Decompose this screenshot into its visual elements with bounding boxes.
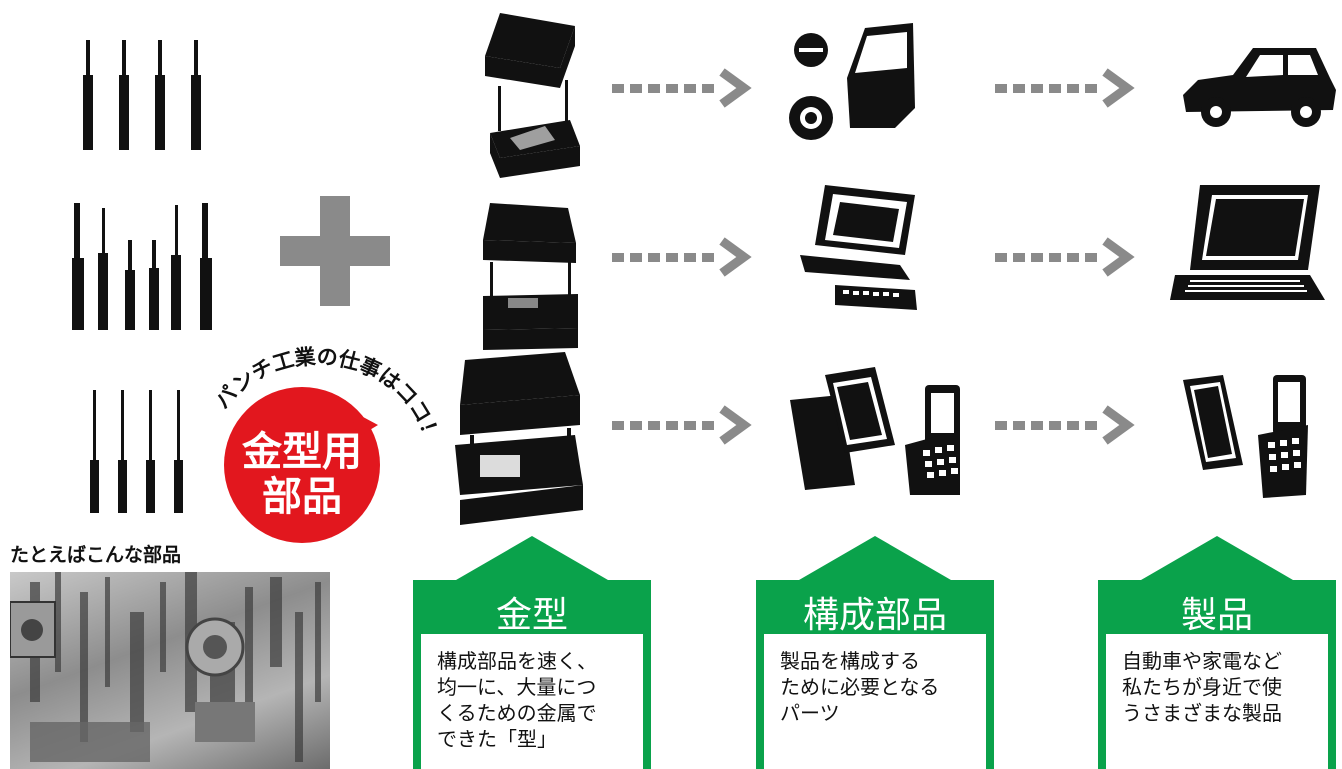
card-die: 金型 構成部品を速く、 均一に、大量につ くるための金属で できた「型」 bbox=[413, 536, 651, 769]
card-components: 構成部品 製品を構成する ために必要となる パーツ bbox=[756, 536, 994, 769]
flow-arrow-1a bbox=[612, 68, 752, 108]
car-icon bbox=[1183, 48, 1336, 127]
card-components-body: 製品を構成する ために必要となる パーツ bbox=[764, 634, 986, 769]
photo-caption: たとえばこんな部品 bbox=[10, 544, 182, 566]
die-icon-2 bbox=[483, 203, 578, 350]
card-components-desc: 製品を構成する ために必要となる パーツ bbox=[780, 649, 940, 725]
die-icon-3 bbox=[455, 352, 583, 525]
car-parts-icon bbox=[789, 23, 915, 140]
flow-arrow-3b bbox=[995, 405, 1135, 445]
badge-line-1: 金型用 bbox=[241, 429, 362, 475]
card-product-desc: 自動車や家電など 私たちが身近で使 うさまざまな製品 bbox=[1122, 649, 1282, 725]
card-product: 製品 自動車や家電など 私たちが身近で使 うさまざまな製品 bbox=[1098, 536, 1336, 769]
card-product-body: 自動車や家電など 私たちが身近で使 うさまざまな製品 bbox=[1106, 634, 1328, 769]
parts-photo bbox=[10, 572, 330, 769]
card-die-desc: 構成部品を速く、 均一に、大量につ くるための金属で できた「型」 bbox=[437, 649, 597, 751]
card-die-title: 金型 bbox=[495, 595, 568, 636]
phones-icon bbox=[1183, 375, 1308, 498]
laptop-icon bbox=[1170, 185, 1325, 300]
card-components-title: 構成部品 bbox=[802, 595, 947, 636]
flow-arrow-3a bbox=[612, 405, 752, 445]
laptop-parts-icon bbox=[800, 185, 917, 310]
flow-arrow-2b bbox=[995, 237, 1135, 277]
die-icon-1 bbox=[485, 13, 580, 178]
punch-pins-row-3 bbox=[90, 390, 183, 513]
card-die-body: 構成部品を速く、 均一に、大量につ くるための金属で できた「型」 bbox=[421, 634, 643, 769]
punch-pins-row-2 bbox=[72, 203, 212, 330]
flow-arrow-1b bbox=[995, 68, 1135, 108]
card-product-title: 製品 bbox=[1180, 595, 1253, 636]
phone-parts-icon bbox=[790, 367, 960, 495]
badge: パンチ工業の仕事はココ！ 金型用 部品 bbox=[210, 344, 444, 543]
plus-icon bbox=[280, 196, 390, 306]
punch-pins-row-1 bbox=[83, 40, 201, 150]
flow-arrow-2a bbox=[612, 237, 752, 277]
badge-line-2: 部品 bbox=[262, 474, 342, 520]
